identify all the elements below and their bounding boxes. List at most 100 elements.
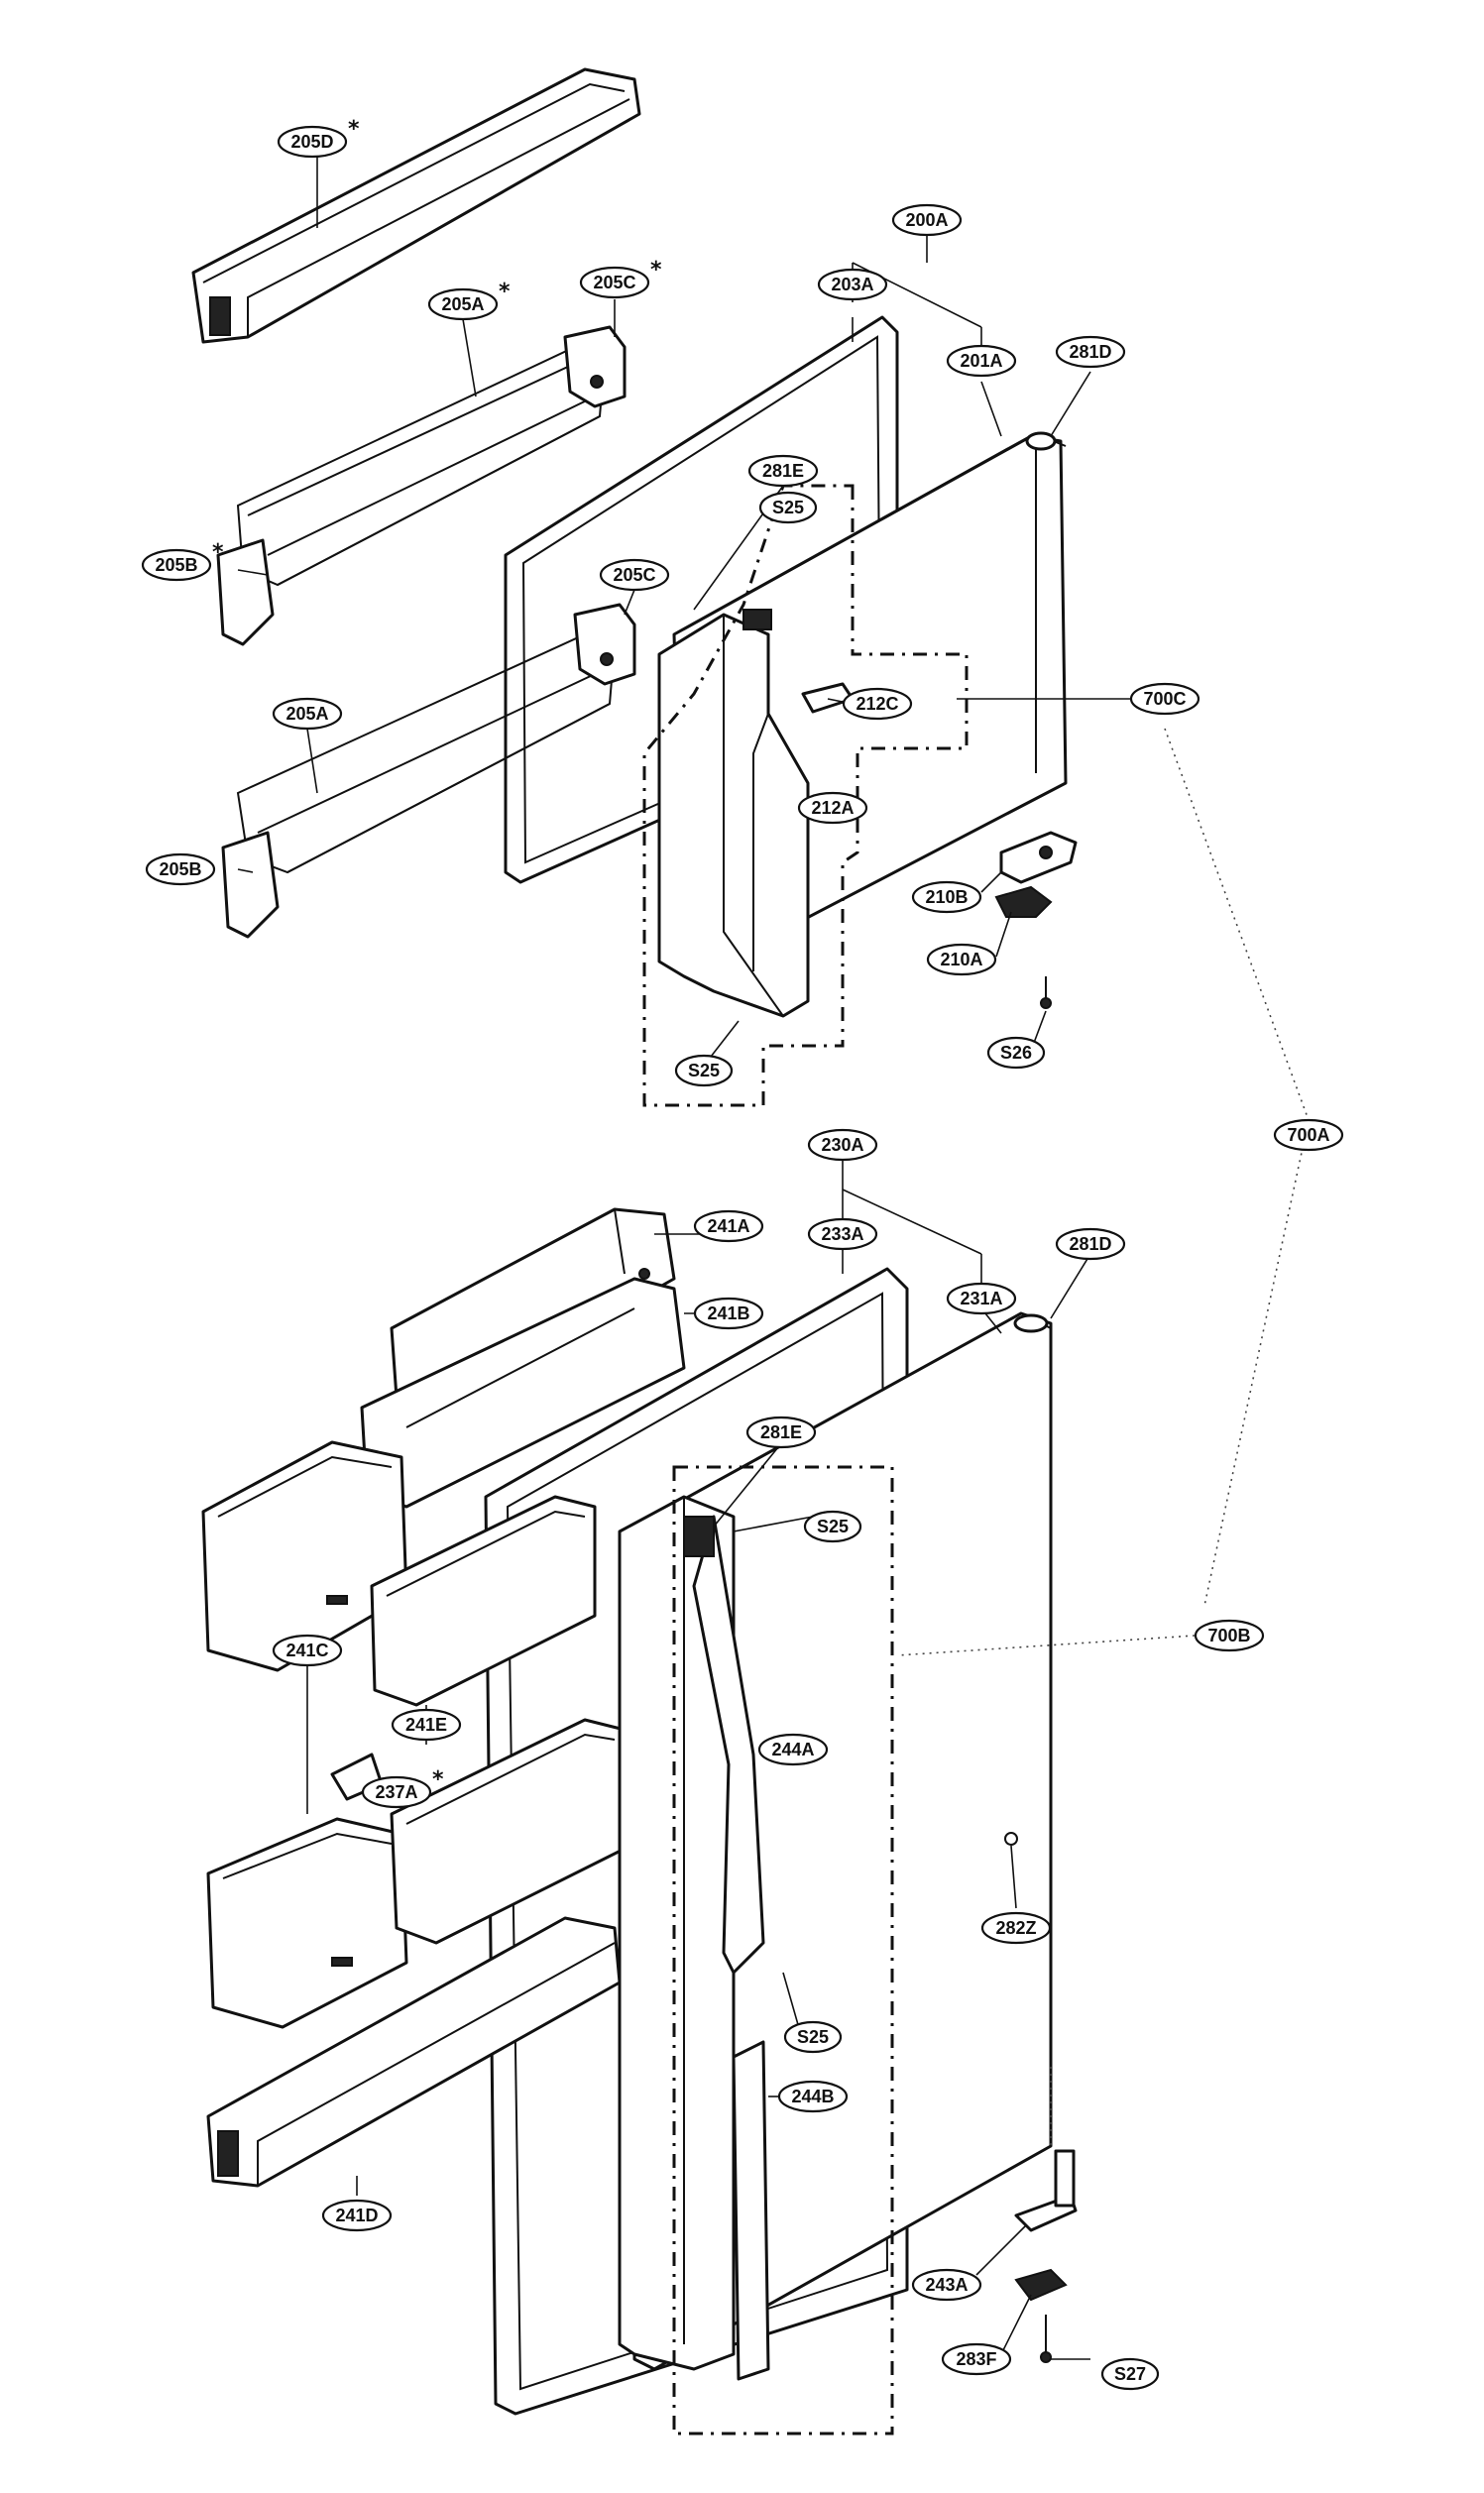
door-bin-241c-lower xyxy=(206,1817,408,2029)
callout-outline xyxy=(980,1911,1052,1945)
callout-label: 200A xyxy=(905,210,948,230)
callout-s26: S26 xyxy=(986,1036,1046,1070)
callout-outline xyxy=(1273,1118,1344,1152)
callout-s27: S27 xyxy=(1100,2357,1160,2391)
callout-label: 281D xyxy=(1069,1234,1111,1254)
callout-label: 700C xyxy=(1143,689,1186,709)
end-cap-205c-upper xyxy=(563,325,627,408)
callout-outline xyxy=(693,1209,764,1243)
callout-210b: 210B xyxy=(911,880,982,914)
callout-label: 241D xyxy=(335,2206,378,2225)
callout-241a: 241A xyxy=(693,1209,764,1243)
callout-281d: 281D xyxy=(1055,335,1126,369)
callout-label: 244B xyxy=(791,2087,834,2106)
callout-outline xyxy=(745,1416,817,1449)
callout-outline xyxy=(599,558,670,592)
callout-205b: 205B xyxy=(145,852,216,886)
callout-241b: 241B xyxy=(693,1297,764,1330)
callout-241c: 241C xyxy=(272,1634,343,1667)
callout-label: 281E xyxy=(762,461,804,481)
callout-outline xyxy=(1055,335,1126,369)
callout-outline xyxy=(1129,682,1200,716)
asterisk-marker-icon: * xyxy=(650,258,662,283)
callout-label: 282Z xyxy=(995,1918,1036,1938)
callout-outline xyxy=(747,454,819,488)
callout-231a: 231A xyxy=(946,1282,1017,1315)
callout-201a: 201A xyxy=(946,344,1017,378)
callout-outline xyxy=(1194,1619,1265,1652)
hinge-210a xyxy=(994,885,1053,918)
callout-label: S25 xyxy=(688,1061,720,1080)
callout-label: 201A xyxy=(960,351,1002,371)
callout-label: 205A xyxy=(441,294,484,314)
callout-outline xyxy=(777,2080,849,2113)
callout-230a: 230A xyxy=(807,1128,878,1162)
handle-trim-244b xyxy=(732,2040,770,2381)
end-cap-205b-lower xyxy=(221,831,280,939)
callout-outline xyxy=(926,943,997,976)
callout-outline xyxy=(145,852,216,886)
callout-outline xyxy=(783,2020,843,2054)
callout-237a: 237A* xyxy=(361,1767,444,1809)
callout-205a: 205A* xyxy=(427,280,511,321)
callout-205c: 205C * xyxy=(579,258,662,299)
screw-s27 xyxy=(1040,2315,1052,2363)
callout-label: 205B xyxy=(159,859,201,879)
callout-label: 212A xyxy=(811,798,854,818)
door-bin-241e-upper xyxy=(370,1495,597,1707)
callout-outline xyxy=(141,548,212,582)
callout-244a: 244A xyxy=(757,1733,829,1766)
callout-label: S25 xyxy=(772,498,804,517)
asterisk-marker-icon: * xyxy=(212,540,224,565)
callout-s25: S25 xyxy=(758,491,818,524)
callout-label: 241A xyxy=(707,1216,749,1236)
callout-label: 203A xyxy=(831,275,873,294)
end-cap-205b-upper xyxy=(216,538,275,646)
callout-241e: 241E xyxy=(391,1708,462,1742)
callout-outline xyxy=(946,344,1017,378)
callout-label: 233A xyxy=(821,1224,863,1244)
callout-outline xyxy=(941,2342,1012,2376)
asterisk-marker-icon: * xyxy=(348,117,360,142)
callout-outline xyxy=(579,266,650,299)
handle-top-block xyxy=(683,1516,715,1557)
callout-label: 212C xyxy=(856,694,898,714)
callout-233a: 233A xyxy=(807,1217,878,1251)
callout-outline xyxy=(911,2268,982,2302)
callout-label: 281D xyxy=(1069,342,1111,362)
door-bin-205d xyxy=(191,67,641,344)
callout-s25: S25 xyxy=(783,2020,843,2054)
callout-outline xyxy=(272,697,343,731)
callout-label: 205A xyxy=(285,704,328,724)
callout-outline xyxy=(693,1297,764,1330)
callout-outline xyxy=(803,1510,862,1543)
callout-outline xyxy=(391,1708,462,1742)
callout-200a: 200A xyxy=(891,203,963,237)
screw-s26 xyxy=(1040,976,1052,1009)
callout-outline xyxy=(1100,2357,1160,2391)
callout-label: 231A xyxy=(960,1289,1002,1308)
callout-label: 210A xyxy=(940,950,982,969)
callout-outline xyxy=(361,1775,432,1809)
callout-205c: 205C xyxy=(599,558,670,592)
hinge-210b xyxy=(999,831,1078,884)
callout-outline xyxy=(986,1036,1046,1070)
callout-outline xyxy=(1055,1227,1126,1261)
callout-label: 241B xyxy=(707,1303,749,1323)
callout-outline xyxy=(674,1054,734,1087)
callout-283f: 283F xyxy=(941,2342,1012,2376)
callout-label: 205C xyxy=(593,273,635,292)
callout-label: 243A xyxy=(925,2275,968,2295)
hinge-283f xyxy=(1014,2268,1068,2302)
callout-label: 700B xyxy=(1207,1626,1250,1645)
callout-label: S26 xyxy=(1000,1043,1032,1063)
callout-212c: 212C xyxy=(842,687,913,721)
callout-label: 205C xyxy=(613,565,655,585)
callout-203a: 203A xyxy=(817,268,888,301)
callout-282z: 282Z xyxy=(980,1911,1052,1945)
callout-outline xyxy=(321,2199,393,2232)
upper-handle-assembly-boundary xyxy=(642,484,969,1107)
callout-label: 210B xyxy=(925,887,968,907)
callout-label: S27 xyxy=(1114,2364,1146,2384)
